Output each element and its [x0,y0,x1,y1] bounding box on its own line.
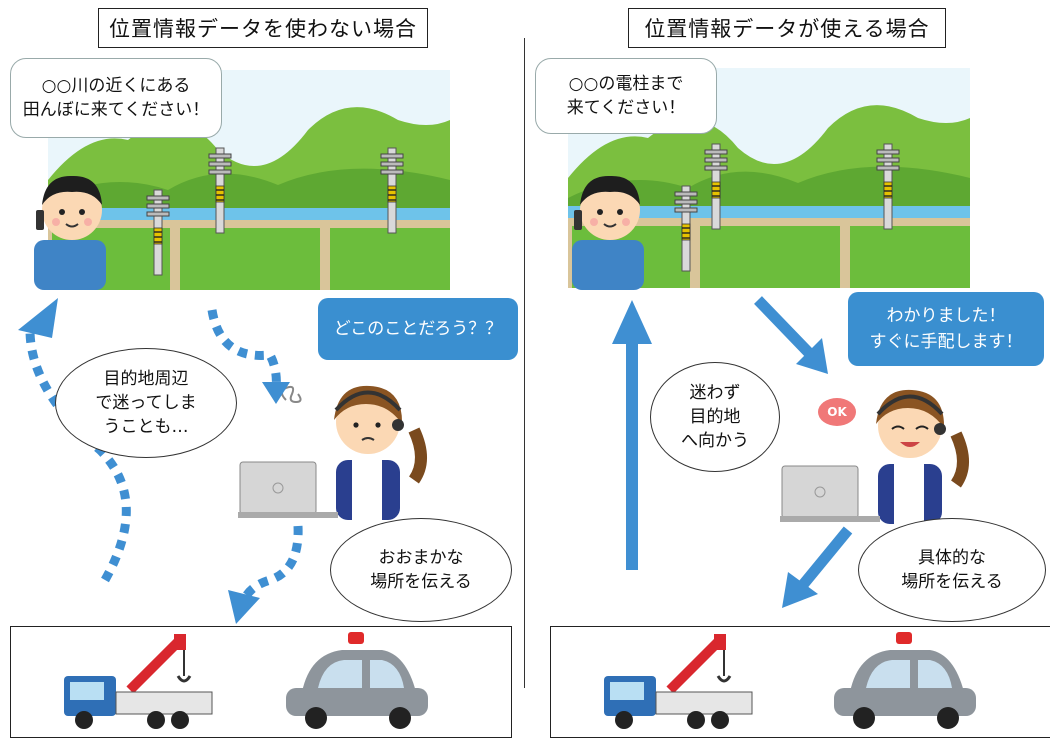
right-caller-speech-line1: ○○の電柱まで [568,74,684,94]
right-title: 位置情報データが使える場合 [628,8,946,48]
left-dispatch-oval: おおまかな 場所を伝える [330,518,512,622]
left-title: 位置情報データを使わない場合 [98,8,428,48]
right-dispatch-oval-line1: 具体的な [918,548,986,568]
right-caller-person [572,175,644,290]
left-route-oval-line2: で迷ってしま [95,393,197,413]
left-dispatch-oval-line2: 場所を伝える [370,572,472,592]
right-call-arrow [754,296,828,374]
panel-divider [524,38,525,688]
left-confused-arrow [207,309,290,404]
right-operator-person [780,389,969,524]
left-operator-person [238,385,427,520]
right-dispatch-oval: 具体的な 場所を伝える [858,518,1046,622]
right-route-oval-line1: 迷わず [689,383,741,403]
left-dispatch-oval-line1: おおまかな [378,548,464,568]
left-route-oval-line1: 目的地周辺 [103,369,189,389]
left-crane-truck-icon [64,634,213,729]
left-operator-bubble: どこのことだろう？？ [318,298,518,360]
left-caller-speech-line2: 田んぼに来てください！ [22,100,210,120]
left-dispatch-arrow [228,525,303,624]
right-operator-bubble-line1: わかりました！ [886,306,1006,326]
right-dispatch-oval-line2: 場所を伝える [901,572,1003,592]
right-crane-truck-icon [604,634,753,729]
left-caller-speech: ○○川の近くにある 田んぼに来てください！ [10,58,222,138]
right-route-oval-line3: へ向かう [681,431,749,451]
right-police-car-icon [834,632,976,729]
right-operator-bubble: わかりました！ すぐに手配します！ [848,292,1044,366]
ok-badge: OK [818,398,856,426]
right-dispatch-arrow [782,526,853,608]
left-caller-speech-line1: ○○川の近くにある [41,76,191,96]
left-route-oval: 目的地周辺 で迷ってしま うことも… [55,348,237,458]
left-caller-person [34,175,106,290]
right-route-arrow [612,300,652,570]
left-police-car-icon [286,632,428,729]
right-caller-speech-line2: 来てください！ [566,98,686,118]
right-operator-bubble-line2: すぐに手配します！ [869,332,1023,352]
right-route-oval: 迷わず 目的地 へ向かう [650,362,780,472]
left-route-oval-line3: うことも… [103,417,189,437]
right-caller-speech: ○○の電柱まで 来てください！ [535,58,717,134]
right-route-oval-line2: 目的地 [689,407,741,427]
